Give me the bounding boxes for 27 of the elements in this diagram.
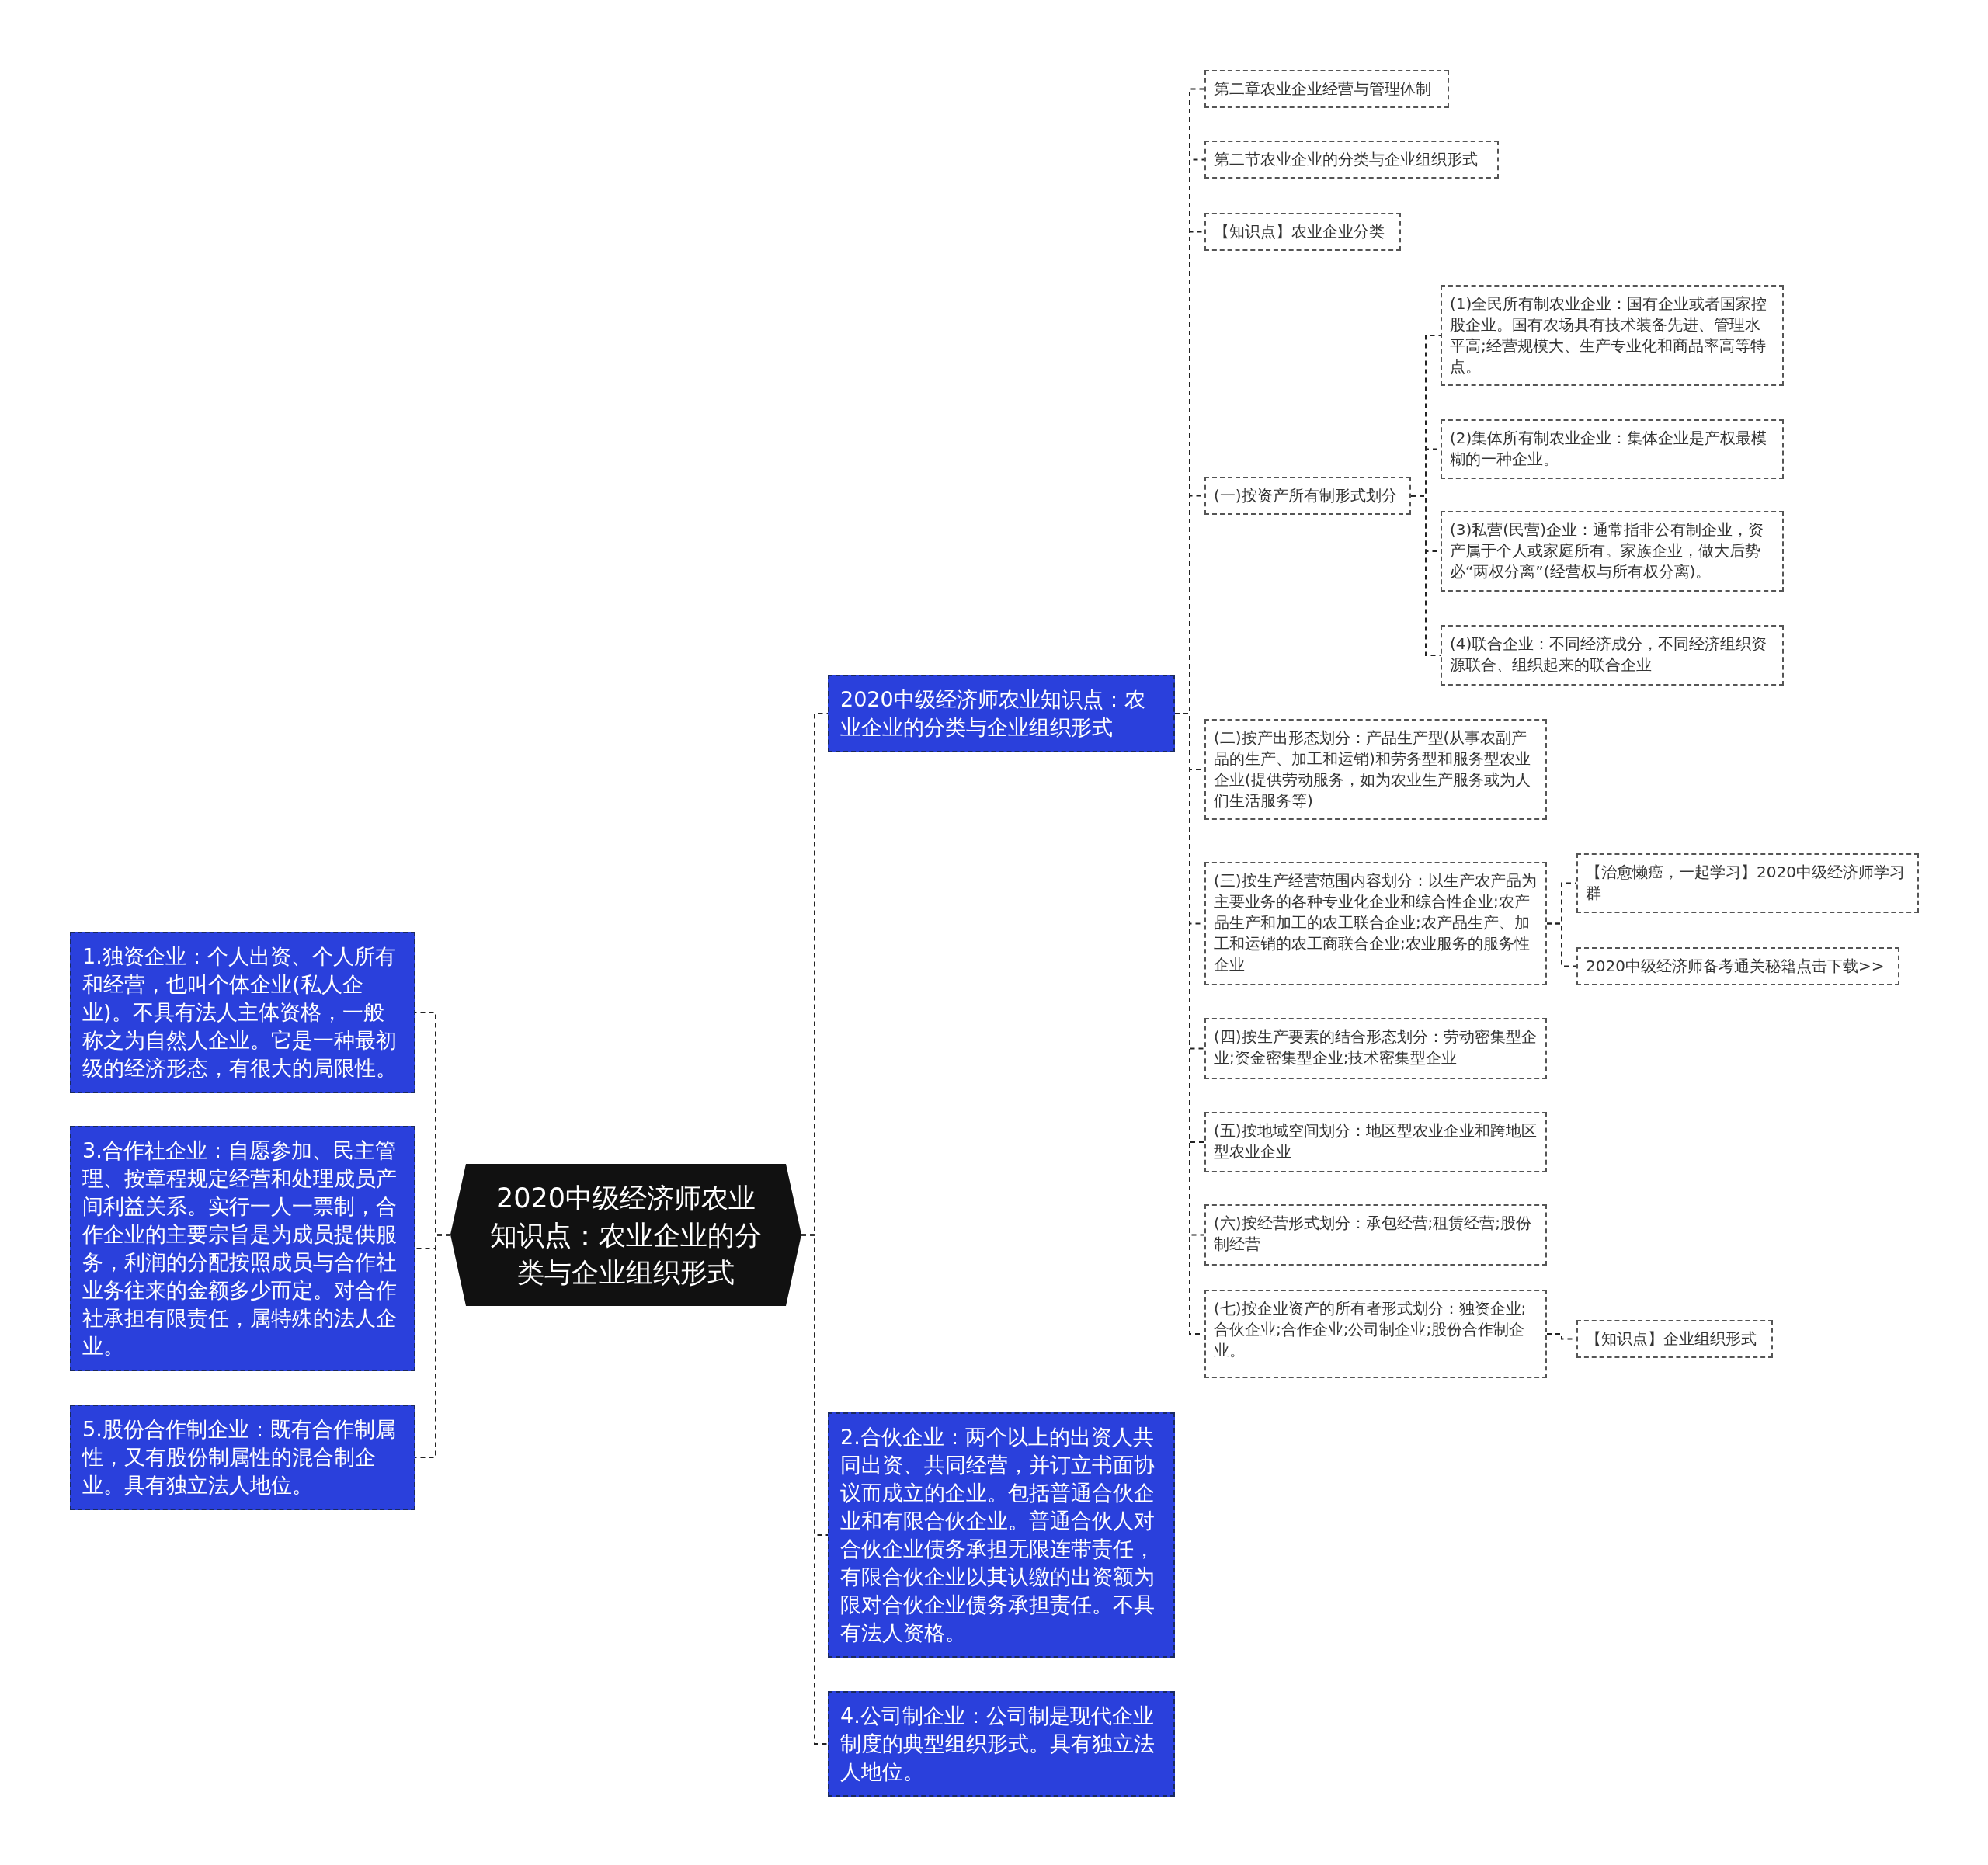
topic-box: 2020中级经济师农业知识点：农业企业的分类与企业组织形式 xyxy=(828,675,1175,752)
topic-box: 2.合伙企业：两个以上的出资人共同出资、共同经营，并订立书面协议而成立的企业。包括普通合伙企业和有限合伙企业。普通合伙人对合伙企业债务承担无限连带责任，有限合伙企业以其认缴的出资额为限对合伙企业债务承担责任。不具有法人资格。 xyxy=(828,1412,1175,1658)
subtopic-box: 【知识点】企业组织形式 xyxy=(1576,1320,1773,1358)
subtopic-box: (七)按企业资产的所有者形式划分：独资企业;合伙企业;合作企业;公司制企业;股份合作制企业。 xyxy=(1204,1290,1547,1378)
subtopic-box: 第二章农业企业经营与管理体制 xyxy=(1204,70,1449,108)
topic-box: 5.股份合作制企业：既有合作制属性，又有股份制属性的混合制企业。具有独立法人地位。 xyxy=(70,1405,415,1510)
connector xyxy=(801,1234,829,1745)
subtopic-box: (4)联合企业：不同经济成分，不同经济组织资源联合、组织起来的联合企业 xyxy=(1441,625,1784,686)
subtopic-box: (五)按地域空间划分：地区型农业企业和跨地区型农业企业 xyxy=(1204,1112,1547,1172)
subtopic-box: (三)按生产经营范围内容划分：以生产农产品为主要业务的各种专业化企业和综合性企业;农产品生产和加工的农工联合企业;农产品生产、加工和运销的农工商联合企业;农业服务的服务性企业 xyxy=(1204,862,1547,985)
central-topic-box: 2020中级经济师农业知识点：农业企业的分类与企业组织形式 xyxy=(450,1164,801,1306)
subtopic-box: (六)按经营形式划分：承包经营;租赁经营;股份制经营 xyxy=(1204,1204,1547,1266)
topic-box: 3.合作社企业：自愿参加、民主管理、按章程规定经营和处理成员产间利益关系。实行一人一票制，合作企业的主要宗旨是为成员提供服务，利润的分配按照成员与合作社业务往来的金额多少而定。对合作社承担有限责任，属特殊的法人企业。 xyxy=(70,1126,415,1371)
subtopic-box: 2020中级经济师备考通关秘籍点击下载>> xyxy=(1576,947,1899,985)
subtopic-box: 【知识点】农业企业分类 xyxy=(1204,213,1401,251)
connector xyxy=(1546,922,1577,967)
subtopic-box: (2)集体所有制农业企业：集体企业是产权最模糊的一种企业。 xyxy=(1441,419,1784,479)
subtopic-box: (二)按产出形态划分：产品生产型(从事农副产品的生产、加工和运销)和劳务型和服务型农业企业(提供劳动服务，如为农业生产服务或为人们生活服务等) xyxy=(1204,719,1547,820)
subtopic-box: (一)按资产所有制形式划分 xyxy=(1204,477,1411,515)
subtopic-box: (3)私营(民营)企业：通常指非公有制企业，资产属于个人或家庭所有。家族企业，做大后势必“两权分离”(经营权与所有权分离)。 xyxy=(1441,511,1784,592)
subtopic-box: 【治愈懒癌，一起学习】2020中级经济师学习群 xyxy=(1576,853,1919,913)
subtopic-box: (四)按生产要素的结合形态划分：劳动密集型企业;资金密集型企业;技术密集型企业 xyxy=(1204,1018,1547,1079)
connector xyxy=(1410,495,1441,656)
subtopic-box: (1)全民所有制农业企业：国有企业或者国家控股企业。国有农场具有技术装备先进、管理水平高;经营规模大、生产专业化和商品率高等特点。 xyxy=(1441,285,1784,386)
subtopic-box: 第二节农业企业的分类与企业组织形式 xyxy=(1204,141,1499,179)
topic-box: 1.独资企业：个人出资、个人所有和经营，也叫个体企业(私人企业)。不具有法人主体资格，一般称之为自然人企业。它是一种最初级的经济形态，有很大的局限性。 xyxy=(70,932,415,1093)
topic-box: 4.公司制企业：公司制是现代企业制度的典型组织形式。具有独立法人地位。 xyxy=(828,1691,1175,1797)
